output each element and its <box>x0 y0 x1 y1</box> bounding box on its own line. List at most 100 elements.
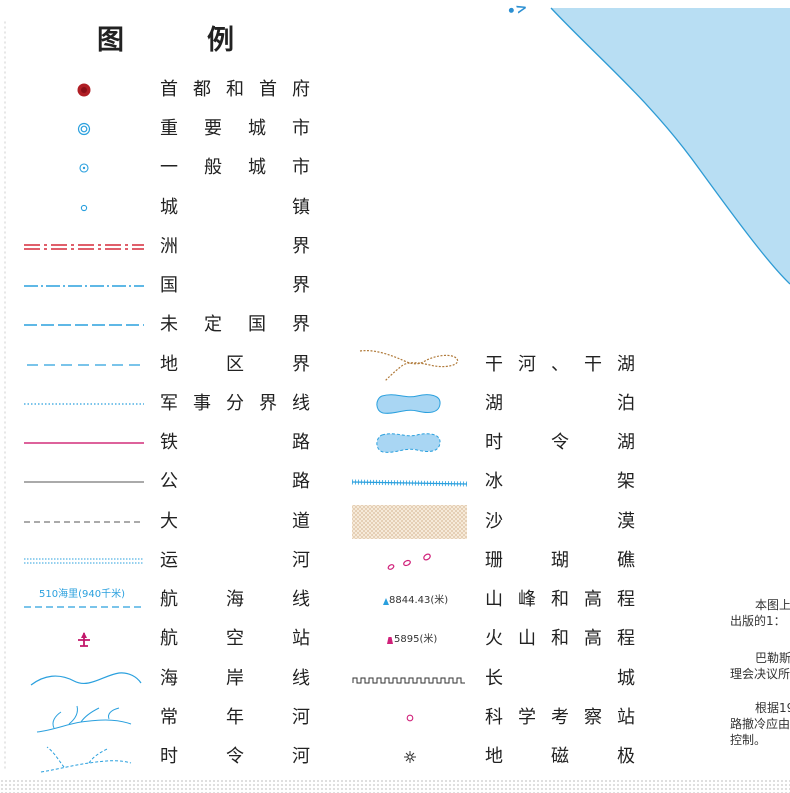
legend-label-char: 运 <box>160 550 178 571</box>
legend-label-seasonal-river: 时令河 <box>160 745 310 769</box>
legend-label-char: 海 <box>226 589 244 610</box>
legend-label-char: 首 <box>259 79 277 100</box>
legend-label-char: 礁 <box>617 550 635 571</box>
legend-label-char: 磁 <box>551 746 569 767</box>
legend-label-char: 界 <box>292 354 310 375</box>
legend-label-char: 路 <box>292 471 310 492</box>
airport-icon <box>19 621 149 657</box>
legend-label-airport: 航空站 <box>160 627 310 651</box>
legend-label-char: 线 <box>292 393 310 414</box>
legend-label-char: 火 <box>485 628 503 649</box>
legend-label-char: 瑚 <box>551 550 569 571</box>
volcano-elevation-icon: 5895(米) <box>345 621 475 657</box>
legend-label-char: 高 <box>584 628 602 649</box>
dry-river-lake-icon <box>345 347 475 383</box>
legend-label-char: 府 <box>292 79 310 100</box>
legend-label-char: 事 <box>193 393 211 414</box>
legend-label-char: 铁 <box>160 432 178 453</box>
legend-label-town: 城镇 <box>160 196 310 220</box>
shipping-route-icon: 510海里(940千米) <box>19 582 149 618</box>
legend-label-char: 海 <box>160 668 178 689</box>
legend-label-coral-reef: 珊瑚礁 <box>485 549 635 573</box>
legend-label-char: 都 <box>193 79 211 100</box>
note-1-line-1: 本图上 <box>755 598 790 612</box>
legend-label-char: 城 <box>248 157 266 178</box>
legend-label-char: 市 <box>292 157 310 178</box>
coral-reef-icon <box>345 543 475 579</box>
legend-label-char: 令 <box>226 746 244 767</box>
note-3-line-1: 根据19 <box>755 701 790 715</box>
legend-label-continent-boundary: 洲界 <box>160 235 310 259</box>
legend-label-char: 大 <box>160 511 178 532</box>
military-demarcation-icon <box>19 386 149 422</box>
legend-label-seasonal-lake: 时令湖 <box>485 431 635 455</box>
research-station-icon <box>345 700 475 736</box>
legend-label-char: 察 <box>584 707 602 728</box>
legend-label-char: 市 <box>292 118 310 139</box>
legend-label-desert: 沙漠 <box>485 510 635 534</box>
legend-label-magnetic-pole: 地磁极 <box>485 745 635 769</box>
legend-label-research-station: 科学考察站 <box>485 706 635 730</box>
perennial-river-icon <box>19 700 149 736</box>
lake-icon <box>345 386 475 422</box>
legend-label-shipping-route: 航海线 <box>160 588 310 612</box>
avenue-icon <box>19 504 149 540</box>
legend-label-char: 干 <box>485 354 503 375</box>
legend-label-char: 军 <box>160 393 178 414</box>
legend-label-char: 和 <box>226 79 244 100</box>
note-3-line-3: 控制。 <box>730 733 767 747</box>
legend-label-lake: 湖泊 <box>485 392 635 416</box>
legend-label-char: 线 <box>292 589 310 610</box>
legend-label-char: 冰 <box>485 471 503 492</box>
legend-label-char: 定 <box>204 314 222 335</box>
legend-label-ice-shelf: 冰架 <box>485 470 635 494</box>
legend-label-char: 城 <box>160 197 178 218</box>
legend-label-railway: 铁路 <box>160 431 310 455</box>
legend-label-char: 未 <box>160 314 178 335</box>
note-2-line-1: 巴勒斯 <box>755 651 790 665</box>
legend-label-major-city: 重要城市 <box>160 117 310 141</box>
legend-label-char: 首 <box>160 79 178 100</box>
canal-icon <box>19 543 149 579</box>
legend-label-char: 站 <box>617 707 635 728</box>
shipping-route-text: 510海里(940千米) <box>39 589 125 600</box>
legend-label-char: 界 <box>259 393 277 414</box>
legend-label-char: 航 <box>160 628 178 649</box>
legend-label-char: 程 <box>617 589 635 610</box>
legend-label-national-boundary: 国界 <box>160 274 310 298</box>
continent-boundary-icon <box>19 229 149 265</box>
legend-label-peak: 山峰和高程 <box>485 588 635 612</box>
legend-label-char: 年 <box>226 707 244 728</box>
legend-label-city: 一般城市 <box>160 156 310 180</box>
legend-label-char: 重 <box>160 118 178 139</box>
legend-label-char: 长 <box>485 668 503 689</box>
city-icon <box>19 150 149 186</box>
legend-label-char: 地 <box>485 746 503 767</box>
legend-label-char: 架 <box>617 471 635 492</box>
legend-label-char: 线 <box>292 668 310 689</box>
highway-icon <box>19 464 149 500</box>
town-icon <box>19 190 149 226</box>
legend-label-char: 高 <box>584 589 602 610</box>
legend-label-military-demarcation: 军事分界线 <box>160 392 310 416</box>
legend-label-great-wall: 长城 <box>485 667 635 691</box>
undefined-boundary-icon <box>19 307 149 343</box>
major-city-icon <box>19 111 149 147</box>
legend-label-char: 学 <box>518 707 536 728</box>
legend-label-char: 界 <box>292 275 310 296</box>
note-3-line-2: 路撤冷应由 <box>730 717 790 731</box>
legend-label-char: 道 <box>292 511 310 532</box>
legend-label-capital: 首都和首府 <box>160 78 310 102</box>
legend-label-char: 山 <box>518 628 536 649</box>
legend-label-char: 程 <box>617 628 635 649</box>
legend-label-char: 沙 <box>485 511 503 532</box>
legend-label-char: 地 <box>160 354 178 375</box>
legend-label-regional-boundary: 地区界 <box>160 353 310 377</box>
legend-label-char: 干 <box>584 354 602 375</box>
legend-label-char: 河 <box>292 550 310 571</box>
legend-label-char: 城 <box>617 668 635 689</box>
legend-label-char: 湖 <box>485 393 503 414</box>
volcano-elevation-text: 5895(米) <box>394 634 438 645</box>
legend-label-coastline: 海岸线 <box>160 667 310 691</box>
